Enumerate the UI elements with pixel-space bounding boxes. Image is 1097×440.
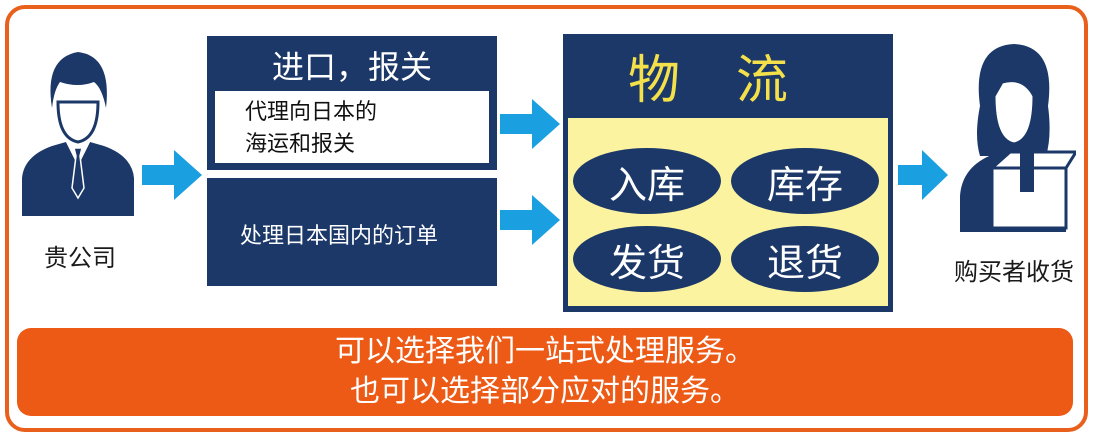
- service-inventory: 库存: [731, 148, 879, 214]
- service-shipping: 发货: [573, 226, 721, 292]
- left-party-label: 贵公司: [44, 244, 116, 272]
- arrow-right-icon: [500, 195, 560, 245]
- service-returns: 退货: [731, 226, 879, 292]
- businessman-icon: [22, 52, 134, 216]
- import-customs-detail: 代理向日本的 海运和报关: [212, 88, 492, 166]
- domestic-order-text: 处理日本国内的订单: [240, 224, 439, 249]
- import-detail-line1: 代理向日本的: [245, 100, 378, 125]
- banner-line2: 也可以选择部分应对的服务。: [350, 374, 740, 409]
- arrow-right-icon: [898, 150, 948, 200]
- woman-with-package-icon: [960, 44, 1076, 232]
- arrow-right-icon: [142, 150, 202, 200]
- banner-line1: 可以选择我们一站式处理服务。: [335, 334, 755, 369]
- domestic-order-box: [207, 178, 497, 286]
- service-banner: 可以选择我们一站式处理服务。 也可以选择部分应对的服务。: [17, 328, 1073, 416]
- logistics-title: 物 流: [628, 51, 791, 111]
- right-party-label: 购买者收货: [954, 258, 1074, 286]
- import-detail-line2: 海运和报关: [245, 132, 356, 157]
- arrow-right-icon: [500, 99, 560, 149]
- service-inbound: 入库: [573, 148, 721, 214]
- import-customs-title: 进口，报关: [271, 48, 432, 86]
